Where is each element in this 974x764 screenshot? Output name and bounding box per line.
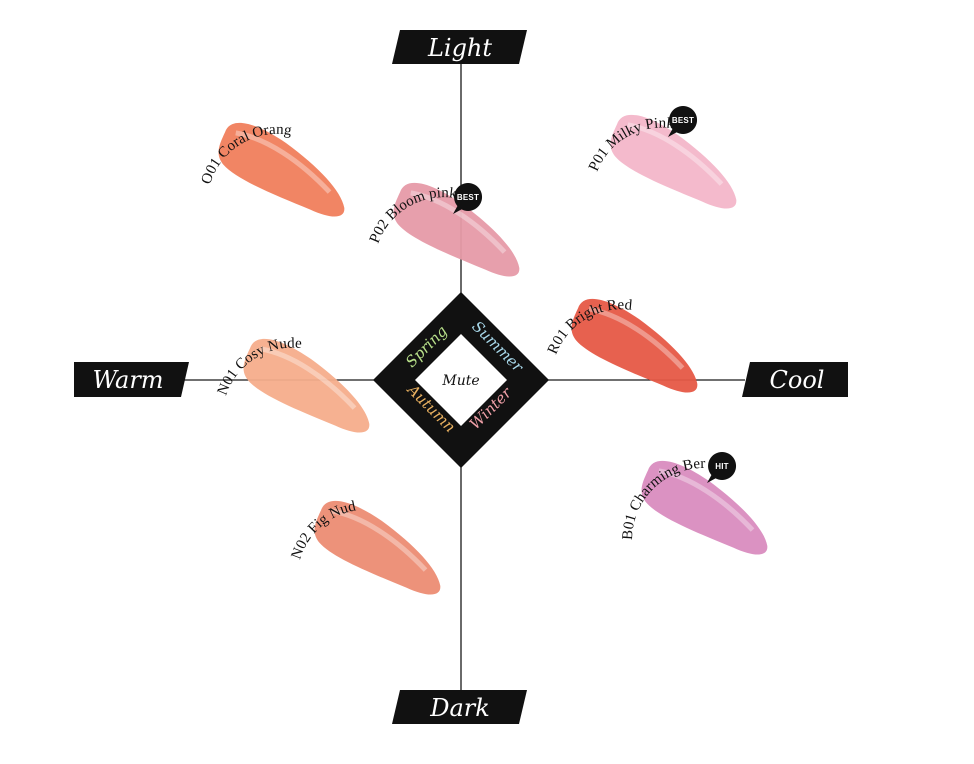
swatch-n02-label: N02 Fig Nude bbox=[0, 0, 358, 561]
season-diamond: Mute Spring Summer Autumn Winter bbox=[373, 292, 549, 468]
swatch-n01-sheen bbox=[260, 346, 357, 410]
axis-cool-label: Cool bbox=[770, 366, 825, 394]
swatch-o01 bbox=[218, 122, 345, 217]
swatch-n02-sheen bbox=[331, 508, 428, 572]
swatch-p01 bbox=[610, 114, 737, 209]
swatch-b01-sheen bbox=[658, 468, 755, 532]
swatch-p01-sheen bbox=[627, 122, 724, 186]
swatch-r01-smear bbox=[571, 298, 698, 393]
swatch-n02 bbox=[314, 500, 441, 595]
axis-warm-label: Warm bbox=[92, 366, 163, 394]
swatch-b01-smear bbox=[641, 460, 768, 555]
axis-cool: Cool bbox=[742, 362, 848, 397]
swatch-n02-smear bbox=[314, 500, 441, 595]
axis-dark: Dark bbox=[392, 690, 527, 724]
swatch-p02 bbox=[393, 182, 520, 277]
swatch-b01-badge-text: HIT bbox=[715, 462, 729, 471]
axis-light: Light bbox=[392, 30, 527, 64]
swatch-o01-smear bbox=[218, 122, 345, 217]
swatch-b01 bbox=[641, 460, 768, 555]
axis-light-label: Light bbox=[427, 34, 492, 62]
swatch-o01-sheen bbox=[235, 130, 332, 194]
swatch-n01-smear bbox=[243, 338, 370, 433]
swatch-b01-badge: HIT bbox=[707, 452, 737, 483]
axis-warm: Warm bbox=[74, 362, 189, 397]
swatch-p01-badge: BEST bbox=[668, 106, 698, 137]
mute-label: Mute bbox=[441, 373, 479, 389]
swatch-p02-smear bbox=[393, 182, 520, 277]
swatch-p02-sheen bbox=[410, 190, 507, 254]
swatch-p01-smear bbox=[610, 114, 737, 209]
swatch-p02-badge-text: BEST bbox=[457, 193, 479, 202]
swatch-b01-label: B01 Charming Berry bbox=[0, 0, 705, 540]
swatch-r01-sheen bbox=[588, 306, 685, 370]
mute-square bbox=[415, 334, 507, 426]
swatch-p02-badge: BEST bbox=[453, 183, 483, 214]
axis-dark-label: Dark bbox=[429, 694, 490, 722]
swatch-n01 bbox=[243, 338, 370, 433]
swatch-r01 bbox=[571, 298, 698, 393]
swatch-p01-badge-text: BEST bbox=[672, 116, 694, 125]
